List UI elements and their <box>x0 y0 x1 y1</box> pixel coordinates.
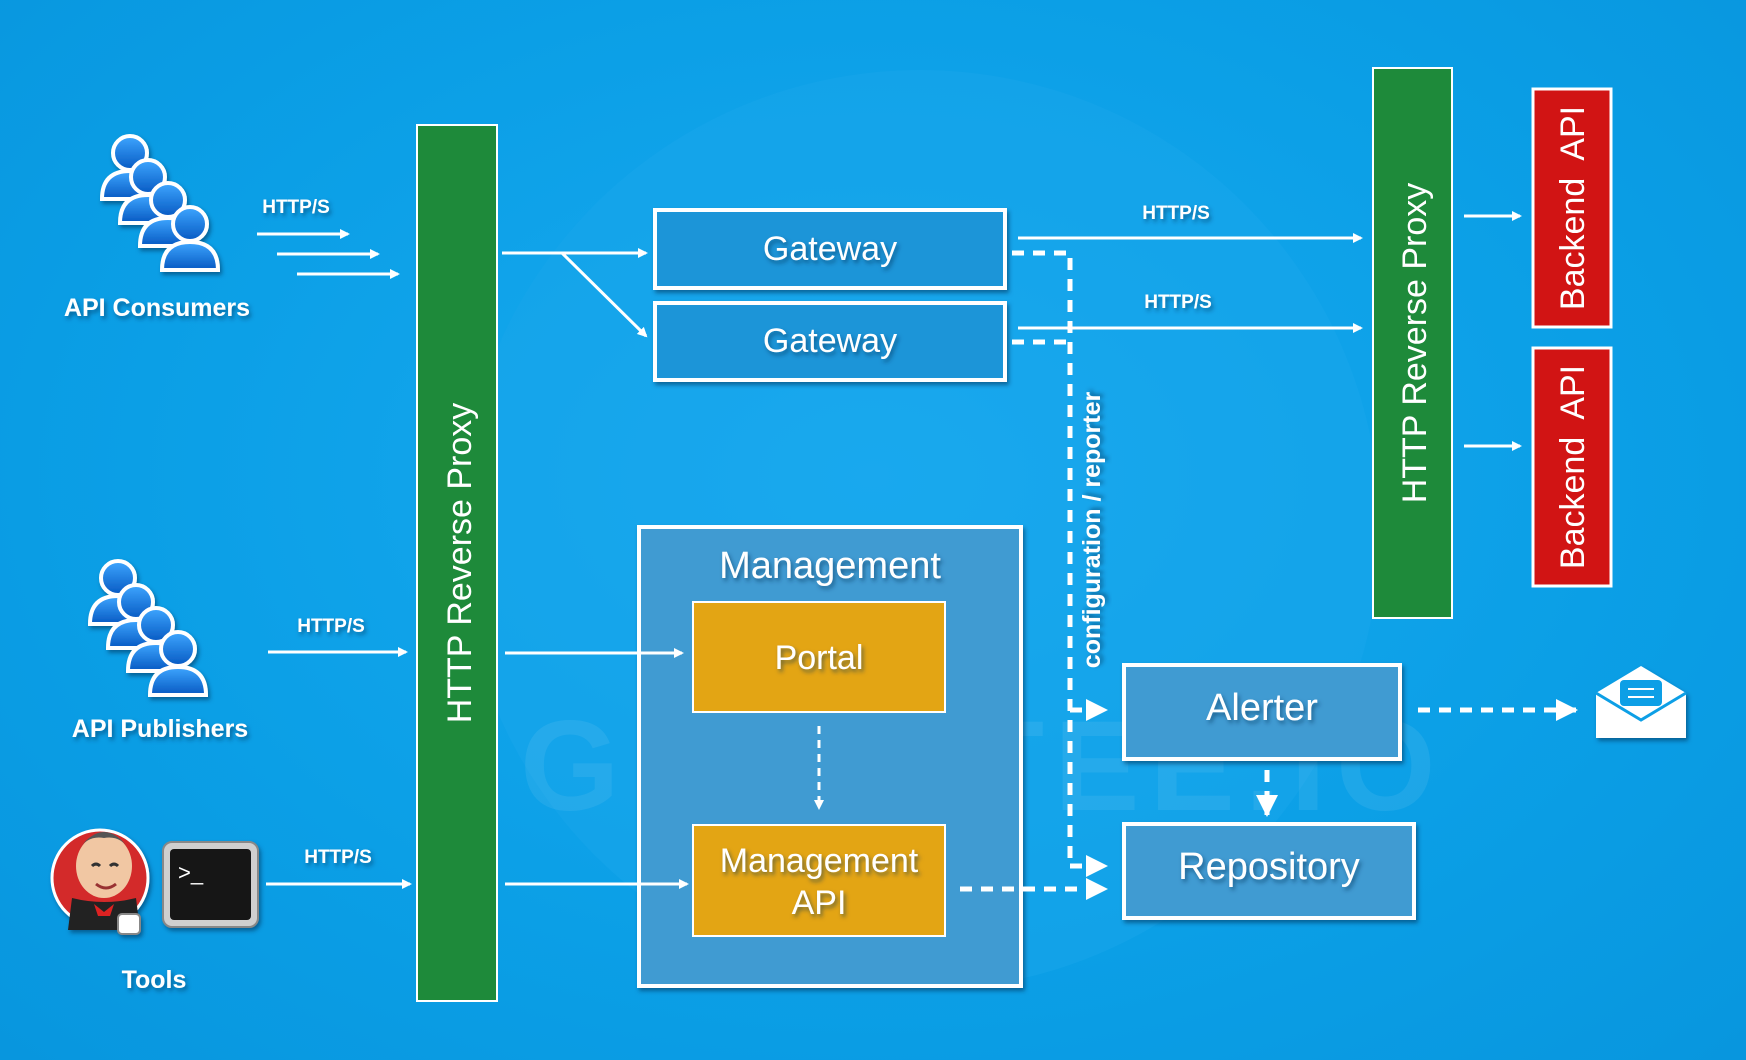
tools-label: Tools <box>122 966 187 994</box>
alerter-box <box>1122 663 1402 761</box>
gateway1-protocol-label: HTTP/S <box>1142 203 1210 224</box>
gateway-1-label: Gateway <box>763 230 897 268</box>
jenkins-icon <box>50 828 150 935</box>
right-reverse-proxy-label: HTTP Reverse Proxy <box>1396 183 1434 504</box>
backend-api-1 <box>1531 87 1613 329</box>
gateway-1 <box>653 208 1007 290</box>
email-icon <box>1595 666 1687 738</box>
svg-text:>_: >_ <box>178 860 204 885</box>
backend-api-2-label: Backend API <box>1554 365 1592 569</box>
repository-box <box>1122 822 1416 920</box>
portal-label: Portal <box>775 639 864 677</box>
api-consumers-label: API Consumers <box>64 294 250 322</box>
management-title: Management <box>719 545 941 587</box>
config-reporter-label: configuration / reporter <box>1078 392 1106 669</box>
backend-api-1-label: Backend API <box>1554 106 1592 310</box>
right-reverse-proxy <box>1372 67 1453 619</box>
alerter-label: Alerter <box>1206 687 1318 729</box>
gateway-2-label: Gateway <box>763 322 897 360</box>
gateway-2 <box>653 301 1007 382</box>
left-reverse-proxy-label: HTTP Reverse Proxy <box>441 403 479 724</box>
consumers-protocol-label: HTTP/S <box>262 197 330 218</box>
publishers-protocol-label: HTTP/S <box>297 616 365 637</box>
management-api-box <box>692 824 946 937</box>
repository-label: Repository <box>1178 846 1360 888</box>
management-api-label-line2: API <box>792 884 847 922</box>
api-consumers-icon <box>100 134 220 272</box>
left-reverse-proxy <box>416 124 498 1002</box>
management-api-label-line1: Management <box>720 842 919 880</box>
portal-box <box>692 601 946 713</box>
tools-protocol-label: HTTP/S <box>304 847 372 868</box>
backend-api-2 <box>1531 346 1613 588</box>
terminal-icon: >_ <box>162 841 259 928</box>
consumers-arrows <box>257 229 400 279</box>
proxy-to-gateways-arrows <box>502 248 648 338</box>
api-publishers-label: API Publishers <box>72 715 248 743</box>
api-publishers-icon <box>88 559 208 697</box>
config-reporter-lines <box>1012 250 1108 877</box>
gateway2-protocol-label: HTTP/S <box>1144 292 1212 313</box>
